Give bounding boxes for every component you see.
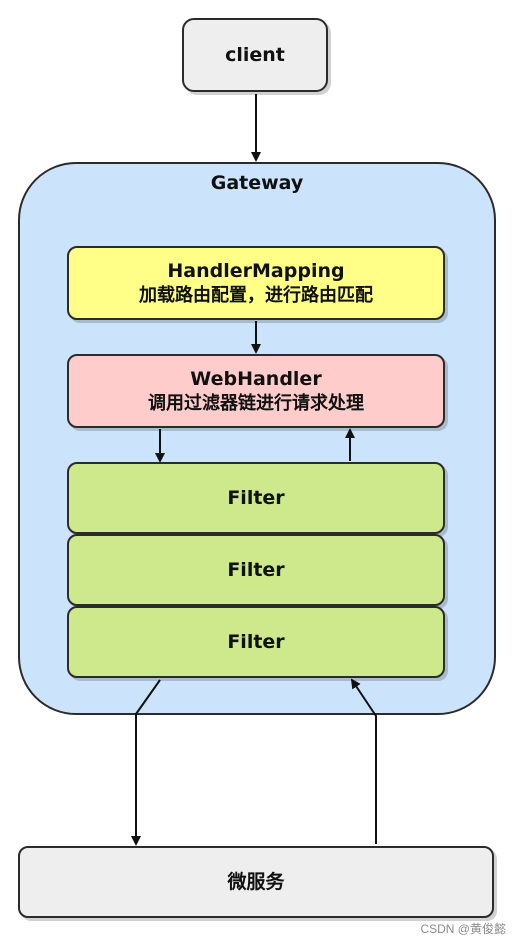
webhandler-desc: 调用过滤器链进行请求处理	[148, 393, 364, 414]
handler-mapping-node: HandlerMapping 加载路由配置，进行路由匹配	[67, 246, 445, 320]
arrow-filters-to-microservice	[131, 679, 161, 846]
filter-label: Filter	[227, 631, 285, 653]
webhandler-node: WebHandler 调用过滤器链进行请求处理	[67, 354, 445, 428]
gateway-title: Gateway	[210, 172, 304, 194]
microservice-node: 微服务	[18, 846, 494, 918]
watermark: CSDN @黄俊懿	[420, 922, 506, 936]
handler-mapping-title: HandlerMapping	[167, 260, 345, 282]
filter-node: Filter	[67, 462, 445, 534]
filter-node: Filter	[67, 606, 445, 678]
webhandler-title: WebHandler	[190, 368, 322, 390]
arrow-microservice-to-filters	[350, 678, 377, 844]
handler-mapping-desc: 加载路由配置，进行路由匹配	[139, 285, 373, 306]
filter-node: Filter	[67, 534, 445, 606]
client-node: client	[182, 18, 328, 92]
microservice-label: 微服务	[227, 871, 285, 893]
filter-label: Filter	[227, 559, 285, 581]
filter-label: Filter	[227, 487, 285, 509]
client-label: client	[225, 44, 285, 66]
